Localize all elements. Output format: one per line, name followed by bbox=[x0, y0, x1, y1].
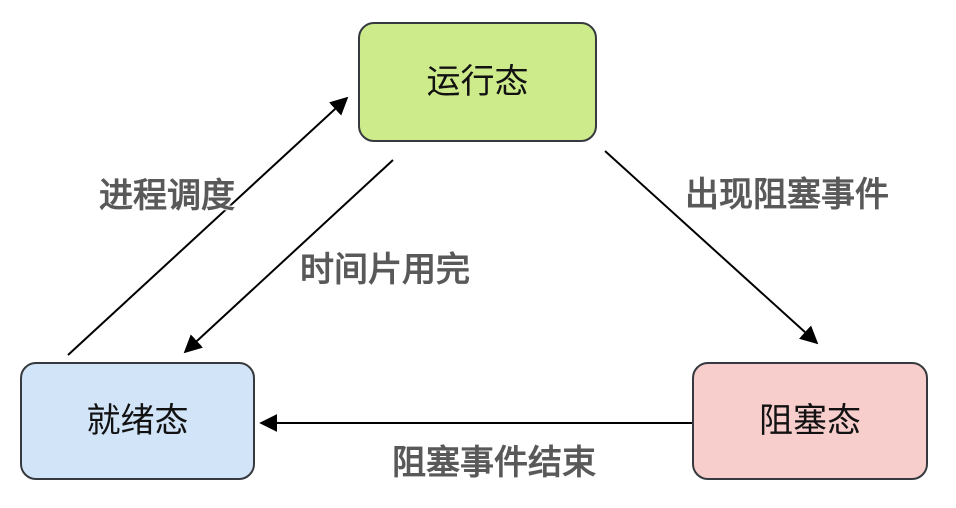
edge-label-timeslice: 时间片用完 bbox=[300, 251, 470, 289]
state-node-label: 阻塞态 bbox=[759, 402, 861, 440]
edge-label-unblock: 阻塞事件结束 bbox=[392, 444, 596, 482]
state-node-ready: 就绪态 bbox=[20, 362, 255, 480]
arrow-running-to-ready bbox=[183, 159, 394, 354]
edge-label-block: 出现阻塞事件 bbox=[685, 176, 889, 214]
state-node-label: 运行态 bbox=[426, 63, 529, 101]
state-node-blocked: 阻塞态 bbox=[692, 362, 928, 480]
state-node-label: 就绪态 bbox=[86, 402, 189, 440]
arrow-ready-to-running bbox=[67, 96, 349, 356]
state-node-running: 运行态 bbox=[358, 22, 597, 142]
arrow-running-to-blocked bbox=[604, 150, 819, 345]
edge-label-schedule: 进程调度 bbox=[99, 177, 235, 215]
